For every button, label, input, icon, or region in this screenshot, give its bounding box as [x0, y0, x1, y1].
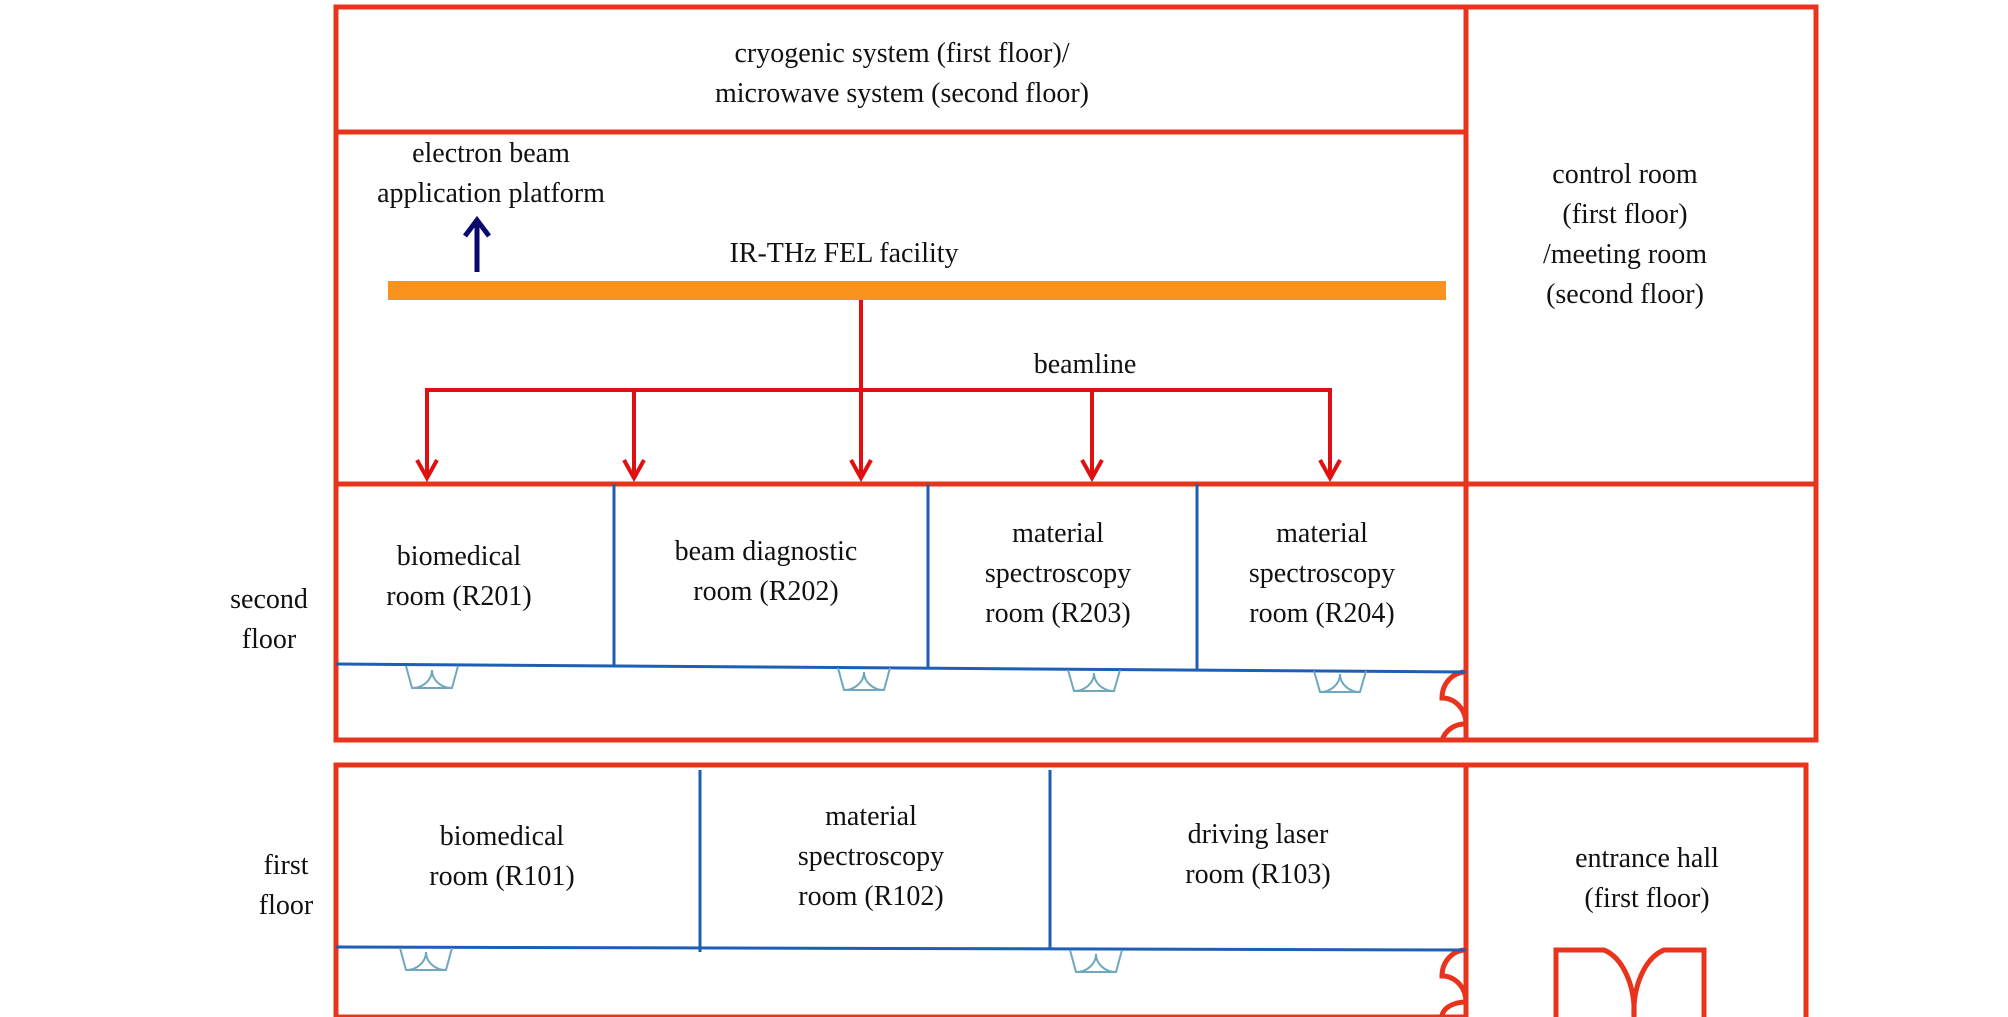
beamline-network	[425, 300, 1332, 474]
ebeam-label-line2: application platform	[377, 178, 605, 209]
cryogenic-label-line2: microwave system (second floor)	[715, 78, 1089, 109]
second-floor-corridor-wall	[335, 662, 1467, 674]
fel-facility-text: IR-THz FEL facility	[729, 238, 959, 269]
door-r202	[837, 667, 891, 691]
upper-block-walls	[333, 4, 1819, 743]
fel-facility-bar	[388, 281, 1446, 300]
first-floor-line1: first	[263, 850, 309, 881]
room-label-line: material	[1012, 518, 1104, 549]
first-floor-corridor-wall	[335, 945, 1467, 952]
second-floor-line1: second	[230, 584, 308, 615]
door-r103	[1069, 949, 1123, 973]
first-floor-outline	[333, 762, 1469, 1017]
door-r201	[405, 665, 459, 689]
room-r202-label: beam diagnostic room (R202)	[675, 532, 858, 612]
room-r201-label: biomedical room (R201)	[386, 537, 531, 617]
room-label-line: driving laser	[1187, 819, 1329, 850]
upper-block-outline	[333, 4, 1469, 743]
beamline-distribution-bar	[425, 388, 1332, 474]
room-label-line: biomedical	[439, 821, 565, 852]
door-r204	[1313, 670, 1367, 693]
control-room-outline	[1466, 4, 1819, 743]
first-floor-walls	[333, 762, 1809, 1017]
electron-beam-platform-label: electron beam application platform	[377, 134, 605, 214]
beamline-arrow-r201	[415, 459, 439, 483]
first-floor-label: first floor	[259, 846, 313, 926]
entrance-label-line2: (first floor)	[1584, 883, 1710, 914]
beamline-text: beamline	[1033, 349, 1137, 380]
room-r101-label: biomedical room (R101)	[429, 817, 574, 897]
entrance-main-door	[1553, 947, 1707, 1017]
beamline-arrow-r202	[622, 459, 646, 483]
entrance-hall-label: entrance hall (first floor)	[1575, 839, 1719, 919]
door-r101	[399, 947, 453, 971]
room-label-line: room (R202)	[693, 576, 839, 607]
room-label-line: material	[1276, 518, 1368, 549]
second-floor-label: second floor	[230, 580, 308, 660]
first-floor-exit-door	[1439, 947, 1469, 1017]
cryogenic-system-label: cryogenic system (first floor)/ microwav…	[715, 34, 1089, 114]
entrance-label-line1: entrance hall	[1575, 843, 1719, 874]
first-floor-line2: floor	[258, 890, 314, 921]
beamline-label: beamline	[1034, 345, 1137, 385]
room-label-line: spectroscopy	[984, 558, 1132, 589]
ebeam-label-line1: electron beam	[412, 138, 570, 169]
electron-beam-arrow	[463, 215, 491, 272]
room-label-line: spectroscopy	[1248, 558, 1396, 589]
control-room-label: control room (first floor) /meeting room…	[1543, 155, 1707, 315]
room-label-line: room (R201)	[386, 581, 532, 612]
room-r203-label: material spectroscopy room (R203)	[985, 514, 1131, 634]
cryogenic-label-line1: cryogenic system (first floor)/	[734, 38, 1070, 69]
room-r204-label: material spectroscopy room (R204)	[1249, 514, 1395, 634]
room-label-line: room (R204)	[1249, 598, 1395, 629]
room-label-line: spectroscopy	[797, 841, 945, 872]
room-label-line: material	[825, 801, 917, 832]
first-floor-partitions	[335, 770, 1467, 952]
control-label-line1: control room	[1552, 159, 1698, 190]
entrance-hall-outline	[1466, 762, 1809, 1017]
beamline-arrow-r203	[1080, 459, 1104, 483]
beamline-arrow-r204	[1318, 459, 1342, 483]
control-label-line3: /meeting room	[1542, 239, 1708, 270]
control-label-line2: (first floor)	[1562, 199, 1688, 230]
second-floor-partitions	[335, 484, 1467, 674]
room-r103-label: driving laser room (R103)	[1185, 815, 1330, 895]
door-r203	[1067, 669, 1121, 692]
second-floor-line2: floor	[241, 624, 297, 655]
second-floor-doors	[405, 665, 1367, 693]
second-floor-exit-door	[1439, 669, 1469, 741]
beamline-arrowheads	[415, 459, 1342, 483]
room-label-line: room (R102)	[798, 881, 944, 912]
fel-facility-label: IR-THz FEL facility	[729, 234, 958, 274]
room-r102-label: material spectroscopy room (R102)	[798, 797, 944, 917]
room-label-line: room (R103)	[1185, 859, 1331, 890]
control-label-line4: (second floor)	[1546, 279, 1704, 310]
room-label-line: room (R101)	[429, 861, 575, 892]
first-floor-doors	[399, 947, 1123, 973]
room-label-line: room (R203)	[985, 598, 1131, 629]
room-label-line: biomedical	[396, 541, 522, 572]
beamline-arrow-center	[849, 459, 873, 483]
room-label-line: beam diagnostic	[674, 536, 858, 567]
